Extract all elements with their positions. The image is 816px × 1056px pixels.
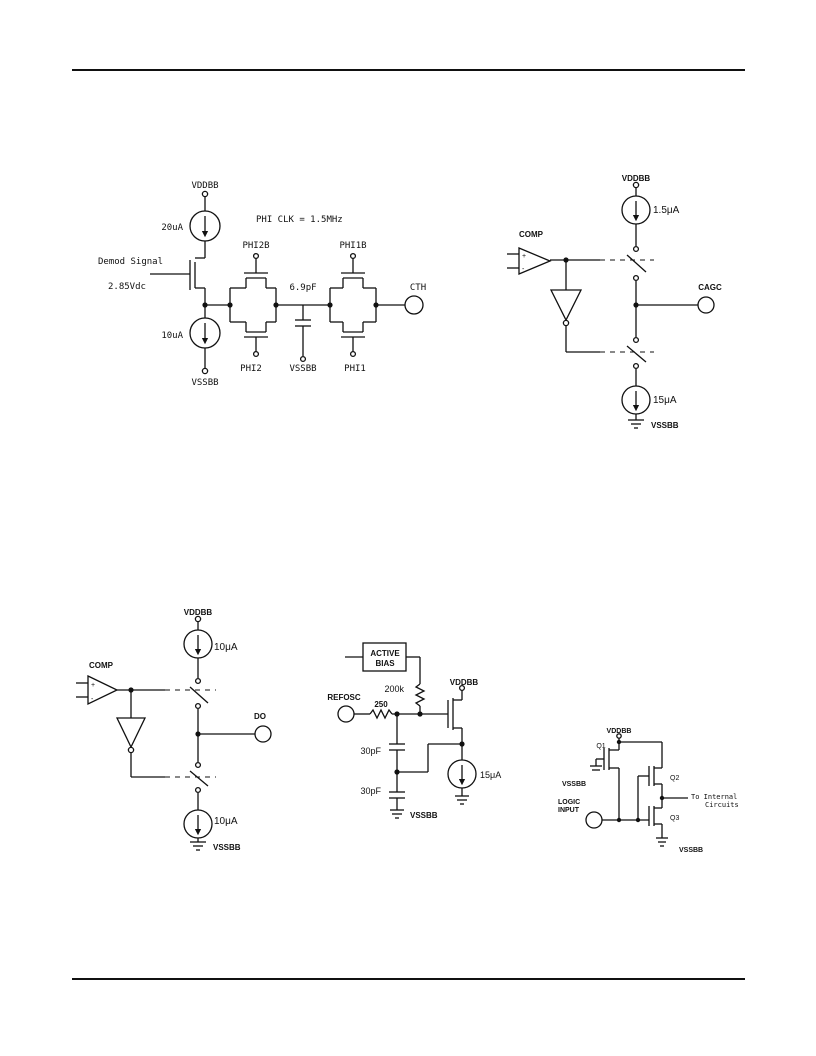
refosc-circuit: ACTIVE BIAS 200k VDDBB REFOSC 250 30pF 3…	[327, 642, 501, 820]
do-output-terminal	[254, 725, 272, 743]
input-label: REFOSC	[327, 693, 361, 702]
cth-circuit: VDDBB 20uA PHI CLK = 1.5MHz Demod Signal…	[98, 181, 426, 388]
output-label: DO	[254, 712, 266, 721]
input-label: INPUT	[558, 807, 580, 814]
output-label: Circuits	[705, 801, 739, 809]
transistor-label: Q1	[596, 743, 605, 750]
logic-input-circuit: VDDBB Q1 VSSBB Q2 To Internal Circuits L…	[558, 728, 739, 854]
output-label: To Internal	[691, 793, 737, 801]
current-source-icon	[447, 759, 477, 789]
vss-label: VSSBB	[191, 378, 218, 388]
cth-output-terminal	[404, 295, 424, 315]
do-wires	[76, 615, 255, 851]
bias-voltage-label: 2.85Vdc	[108, 282, 146, 292]
vdd-label: VDDBB	[450, 678, 479, 687]
plus-input-label: +	[522, 253, 526, 260]
current-source-icon	[189, 210, 221, 242]
minus-input-label: -	[91, 696, 94, 703]
logic-input-terminal	[585, 811, 603, 829]
logic-wires	[590, 733, 688, 847]
bias-block-label: ACTIVE	[370, 649, 400, 658]
current-label: 1.5μA	[653, 205, 680, 216]
output-label: CTH	[410, 283, 426, 293]
cagc-wires	[507, 181, 698, 429]
current-label: 10μA	[214, 816, 238, 827]
resistor-label: 250	[374, 700, 388, 709]
minus-input-label: -	[522, 266, 525, 273]
active-bias-block	[362, 642, 407, 672]
capacitor-label: 30pF	[360, 786, 381, 796]
bias-block-label: BIAS	[375, 659, 395, 668]
vss-label: VSSBB	[651, 421, 679, 430]
vss-label: VSSBB	[562, 781, 586, 788]
vss-label: VSSBB	[679, 847, 703, 854]
refosc-wires	[345, 642, 469, 819]
capacitor-label: 30pF	[360, 746, 381, 756]
current-source-icon	[621, 385, 651, 415]
transistor-label: Q3	[670, 815, 679, 822]
transistor-label: Q2	[670, 775, 679, 782]
phase-label: PHI2B	[242, 241, 269, 251]
phase-label: PHI1B	[339, 241, 366, 251]
current-label: 15μA	[653, 395, 677, 406]
plus-input-label: +	[91, 682, 95, 689]
vss-label: VSSBB	[410, 811, 438, 820]
refosc-input-terminal	[337, 705, 355, 723]
output-label: CAGC	[698, 283, 722, 292]
current-source-icon	[183, 809, 213, 839]
clock-label: PHI CLK = 1.5MHz	[256, 215, 343, 225]
vss-label: VSSBB	[289, 364, 316, 374]
current-source-icon	[189, 317, 221, 349]
vss-label: VSSBB	[213, 843, 241, 852]
cagc-output-terminal	[697, 296, 715, 314]
resistor-label: 200k	[384, 684, 404, 694]
vdd-label: VDDBB	[607, 728, 632, 735]
phase-label: PHI1	[344, 364, 366, 374]
bottom-rule	[72, 978, 745, 980]
current-source-icon	[183, 629, 213, 659]
cth-wires	[150, 190, 405, 375]
comparator-label: COMP	[519, 230, 544, 239]
vdd-label: VDDBB	[184, 608, 213, 617]
cagc-circuit: VDDBB 1.5μA COMP + - CAGC 15μA VSSBB	[507, 174, 722, 430]
comparator-label: COMP	[89, 661, 114, 670]
do-circuit: VDDBB 10μA COMP + - DO 10μA VSSBB	[76, 608, 272, 852]
current-label: 10uA	[161, 331, 183, 341]
vdd-label: VDDBB	[622, 174, 651, 183]
current-source-icon	[621, 195, 651, 225]
current-label: 10μA	[214, 642, 238, 653]
demod-signal-label: Demod Signal	[98, 257, 163, 267]
top-rule	[72, 69, 745, 71]
current-label: 20uA	[161, 223, 183, 233]
input-label: LOGIC	[558, 799, 580, 806]
capacitor-label: 6.9pF	[289, 283, 316, 293]
vdd-label: VDDBB	[191, 181, 218, 191]
current-label: 15μA	[480, 770, 501, 780]
phase-label: PHI2	[240, 364, 262, 374]
